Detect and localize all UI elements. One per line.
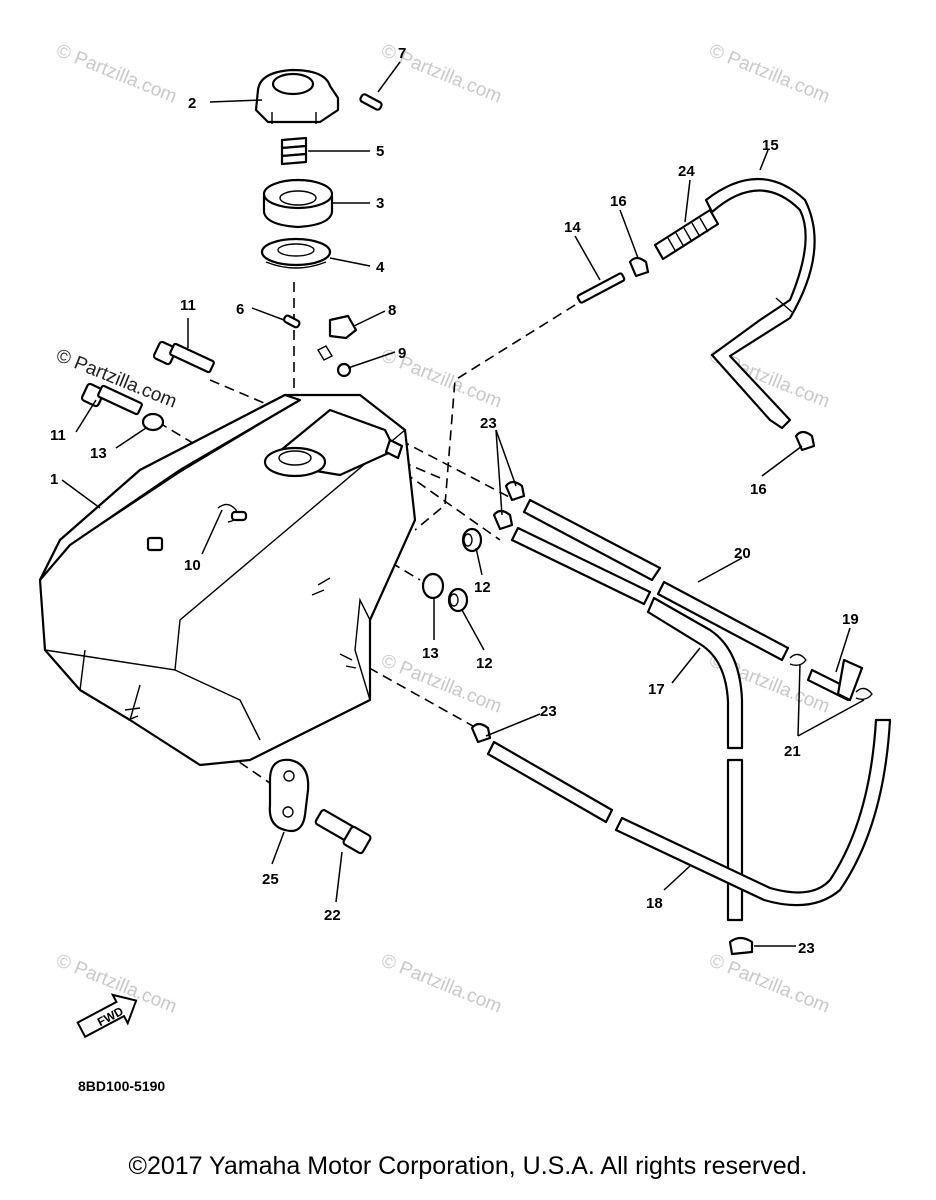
callout-18: 18 bbox=[646, 895, 663, 912]
part-gasket bbox=[260, 237, 332, 269]
callout-16-upper: 16 bbox=[610, 193, 627, 210]
part-grommet-lower bbox=[447, 587, 469, 613]
part-joint bbox=[806, 658, 864, 702]
part-bolt-lower bbox=[80, 382, 143, 416]
part-clamp-23-b bbox=[492, 509, 514, 531]
part-spring-protector bbox=[653, 208, 720, 261]
callout-9: 9 bbox=[398, 345, 406, 362]
part-pin bbox=[359, 93, 383, 111]
callouts: 2 7 5 3 4 6 8 9 11 11 13 1 10 14 16 24 1… bbox=[50, 45, 859, 957]
callout-5: 5 bbox=[376, 143, 384, 160]
part-clamp-23-a bbox=[504, 480, 526, 502]
callout-15: 15 bbox=[762, 137, 779, 154]
part-clip bbox=[328, 314, 358, 340]
part-clamp-23-d bbox=[728, 936, 754, 956]
callout-23-lower: 23 bbox=[798, 940, 815, 957]
watermark-10: © Partzilla.com bbox=[378, 950, 505, 1017]
callout-13-right: 13 bbox=[422, 645, 439, 662]
part-hose-15 bbox=[704, 178, 816, 430]
callout-11-upper: 11 bbox=[180, 297, 196, 314]
copyright-footer: ©2017 Yamaha Motor Corporation, U.S.A. A… bbox=[128, 1152, 808, 1180]
parts-diagram: © Partzilla.com © Partzilla.com © Partzi… bbox=[38, 40, 892, 1039]
part-clamp-23-c bbox=[470, 722, 492, 744]
callout-6: 6 bbox=[236, 301, 244, 318]
watermark-3: © Partzilla.com bbox=[706, 40, 833, 107]
callout-22: 22 bbox=[324, 907, 341, 924]
part-washer-right bbox=[421, 572, 445, 600]
callout-1: 1 bbox=[50, 471, 58, 488]
callout-10: 10 bbox=[184, 557, 201, 574]
part-clamp bbox=[217, 503, 248, 523]
part-clamp-21-upper bbox=[789, 653, 807, 667]
part-grommet-upper bbox=[461, 527, 483, 553]
callout-12-upper: 12 bbox=[474, 579, 491, 596]
callout-3: 3 bbox=[376, 195, 384, 212]
callout-21: 21 bbox=[784, 743, 801, 760]
part-long-bolt bbox=[576, 272, 626, 304]
watermark-11: © Partzilla.com bbox=[706, 950, 833, 1017]
part-flange-bolt bbox=[314, 809, 372, 855]
callout-24: 24 bbox=[678, 163, 695, 180]
callout-14: 14 bbox=[564, 219, 581, 236]
callout-17: 17 bbox=[648, 681, 665, 698]
callout-19: 19 bbox=[842, 611, 859, 628]
part-hose-20 bbox=[522, 498, 790, 662]
part-clamp-21-lower bbox=[855, 687, 873, 701]
callout-4: 4 bbox=[376, 259, 385, 276]
watermark-1: © Partzilla.com bbox=[53, 40, 180, 107]
part-washer-left bbox=[141, 412, 165, 432]
callout-8: 8 bbox=[388, 302, 396, 319]
drawing-code: 8BD100-5190 bbox=[78, 1078, 166, 1094]
part-hose-18 bbox=[486, 718, 892, 907]
callout-2: 2 bbox=[188, 95, 196, 112]
callout-13-left: 13 bbox=[90, 445, 107, 462]
part-bracket bbox=[268, 758, 310, 833]
part-nut bbox=[317, 345, 352, 378]
callout-11-lower: 11 bbox=[50, 427, 66, 444]
part-small-pin bbox=[283, 314, 301, 329]
callout-20: 20 bbox=[734, 545, 751, 562]
part-hose-17 bbox=[510, 526, 744, 922]
callout-23-middle: 23 bbox=[540, 703, 557, 720]
part-oil-tank bbox=[38, 393, 417, 767]
part-clamp-16-upper bbox=[628, 256, 650, 278]
callout-16-lower: 16 bbox=[750, 481, 767, 498]
part-seal-holder bbox=[262, 178, 334, 229]
callout-7: 7 bbox=[398, 45, 406, 62]
part-clamp-16-lower bbox=[794, 430, 816, 452]
part-spring bbox=[280, 136, 308, 166]
part-bolt-upper bbox=[152, 340, 215, 374]
callout-23-upper: 23 bbox=[480, 415, 497, 432]
part-cap bbox=[254, 68, 340, 124]
callout-25: 25 bbox=[262, 871, 279, 888]
leader-lines bbox=[61, 61, 865, 947]
callout-12-lower: 12 bbox=[476, 655, 493, 672]
